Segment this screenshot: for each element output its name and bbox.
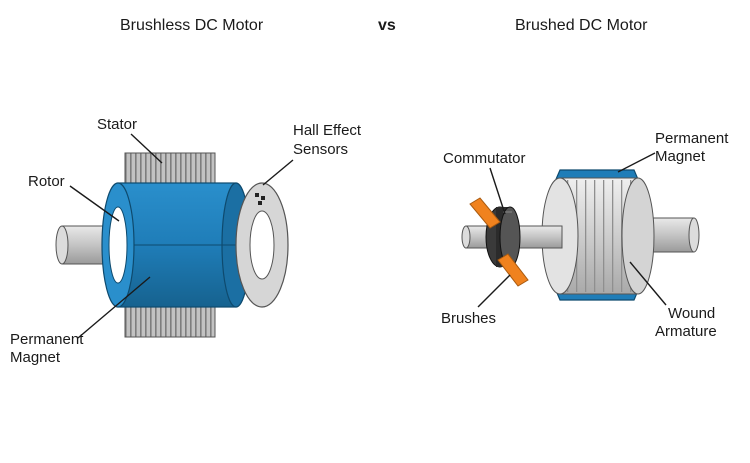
commutator-leader [489, 167, 506, 215]
hall-label-line1: Hall Effect [293, 122, 362, 139]
armature-label-line1: Wound [668, 305, 715, 322]
brushless-title: Brushless DC Motor [120, 17, 264, 34]
brushless-magnet-leader [77, 276, 151, 339]
rotor-leader [69, 185, 120, 222]
brushes-label: Brushes [441, 310, 496, 327]
brushless-magnet-label-line2: Magnet [10, 349, 61, 366]
brushed-title: Brushed DC Motor [515, 17, 648, 34]
armature-label-line2: Armature [655, 323, 717, 340]
rotor-label: Rotor [28, 173, 65, 190]
hall-leader [262, 159, 294, 186]
hall-label-line2: Sensors [293, 141, 348, 158]
brushed-magnet-label-line1: Permanent [655, 130, 729, 147]
brushless-magnet-label-line1: Permanent [10, 331, 84, 348]
brushes-leader [477, 274, 511, 308]
brushed-shaft-right [649, 217, 700, 253]
brushed-motor: Commutator Permanent Magnet Brushes Woun… [441, 130, 729, 340]
brush-top [469, 197, 501, 229]
stator-top [124, 152, 216, 188]
armature-leader [629, 261, 667, 306]
vs-label: vs [378, 17, 396, 34]
commutator-label: Commutator [443, 150, 526, 167]
rotor-magnet-cylinder [101, 182, 251, 308]
stator-leader [130, 133, 163, 164]
brushed-magnet-leader [617, 152, 656, 173]
wound-armature [541, 177, 655, 295]
brush-bottom [497, 253, 529, 287]
stator-bottom [124, 302, 216, 338]
stator-label: Stator [97, 116, 137, 133]
brushless-motor: Stator Rotor Hall Effect Sensors Permane… [10, 116, 362, 366]
hall-sensor-ring [235, 182, 289, 308]
brushed-magnet-label-line2: Magnet [655, 148, 706, 165]
